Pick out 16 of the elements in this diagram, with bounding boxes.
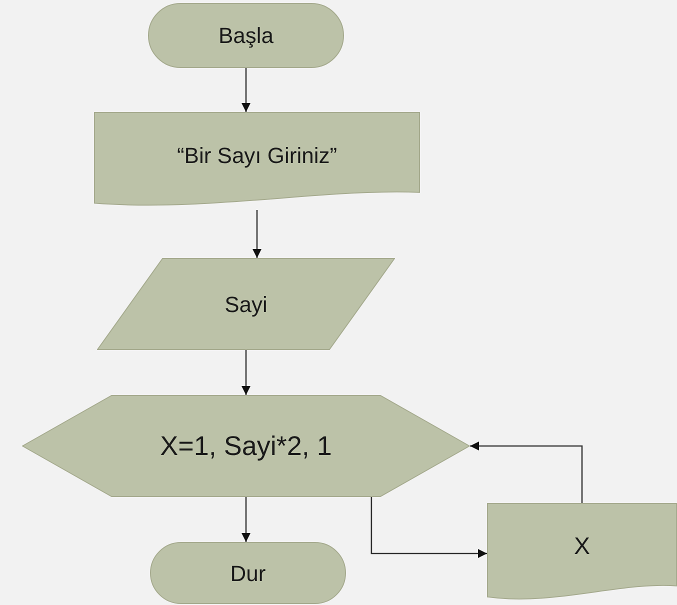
node-label: X	[574, 532, 590, 562]
arrow	[252, 210, 262, 258]
node-label: Başla	[218, 22, 274, 50]
node-label: Sayi	[224, 290, 268, 319]
end-terminal	[150, 542, 346, 604]
arrow	[241, 497, 251, 542]
input-parallelogram	[97, 258, 395, 350]
arrow	[241, 68, 251, 112]
arrow	[241, 350, 251, 395]
node-label: “Bir Sayı Giriniz”	[176, 142, 338, 170]
arrow	[370, 497, 487, 558]
start-terminal	[148, 3, 344, 68]
loop-hexagon	[22, 395, 470, 497]
node-label: X=1, Sayi*2, 1	[160, 430, 332, 463]
node-label: Dur	[230, 560, 266, 588]
arrow	[470, 441, 583, 503]
